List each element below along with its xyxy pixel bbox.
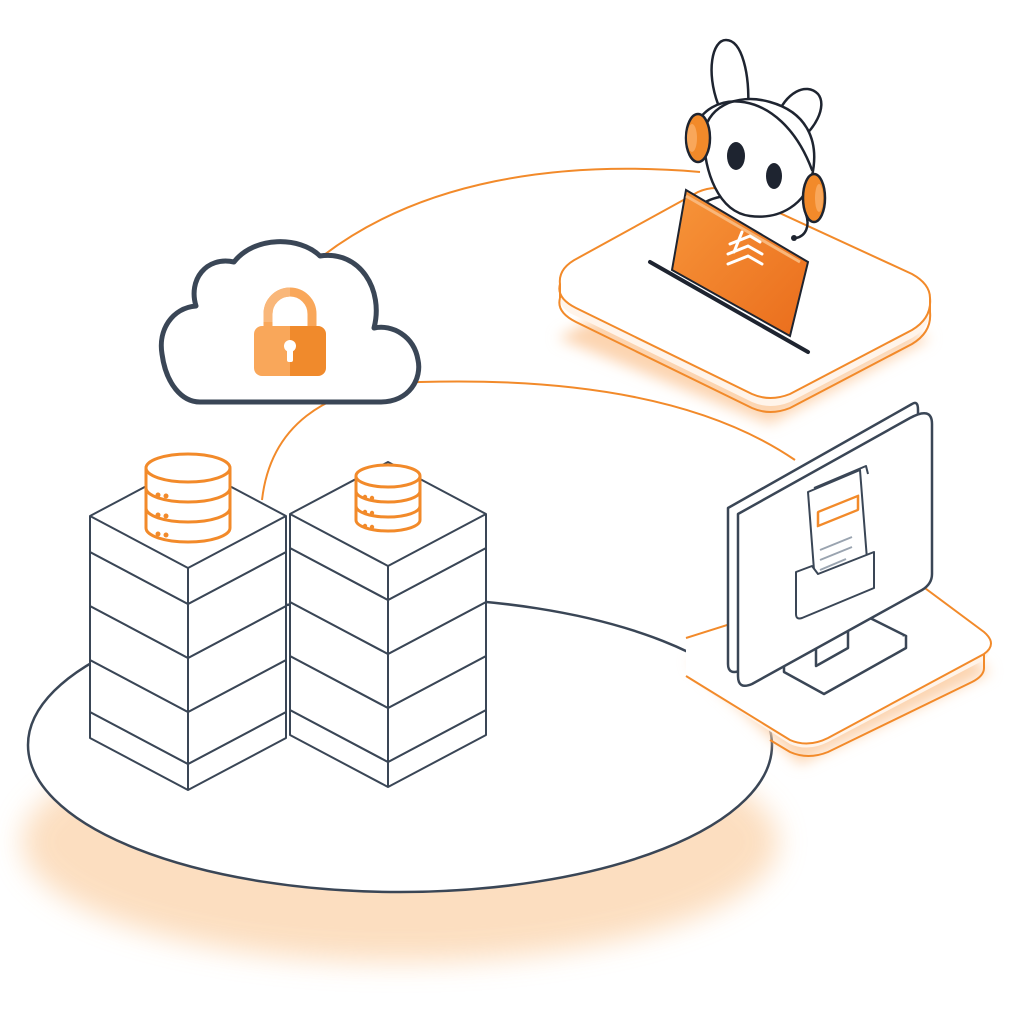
document-folder-icon	[795, 465, 875, 620]
padlock-icon	[254, 287, 326, 376]
laptop-icon	[648, 188, 810, 354]
connection-cloud-to-workstation	[319, 167, 701, 259]
brand-logo-icon	[726, 230, 764, 266]
database-icon	[354, 463, 422, 533]
bunny-mascot-icon	[680, 38, 823, 241]
headset-icon	[684, 112, 827, 224]
cloud-icon	[158, 239, 422, 405]
server-stack-left	[89, 463, 287, 791]
server-stack-right	[289, 461, 487, 788]
database-icon	[144, 452, 232, 544]
connection-to-monitor	[419, 380, 796, 461]
